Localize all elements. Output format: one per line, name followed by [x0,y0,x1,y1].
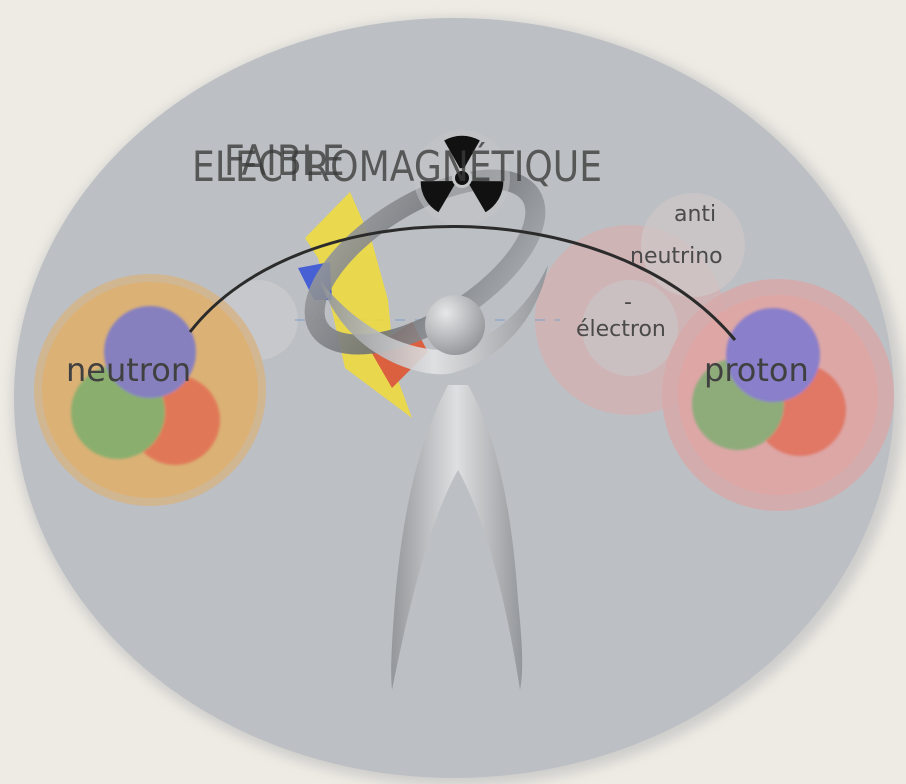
electromagnetic-force-title: ELECTROMAGNÉTIQUE [192,146,602,188]
proton-particle [662,279,894,511]
electron-label: électron [576,319,666,341]
neutron-particle [34,274,266,506]
antineutrino-label-neutrino: neutrino [630,246,723,268]
proton-label: proton [704,354,809,386]
neutron-label: neutron [66,354,191,386]
antineutrino-label-anti: anti [674,204,716,226]
electron-charge-symbol: - [624,292,632,314]
